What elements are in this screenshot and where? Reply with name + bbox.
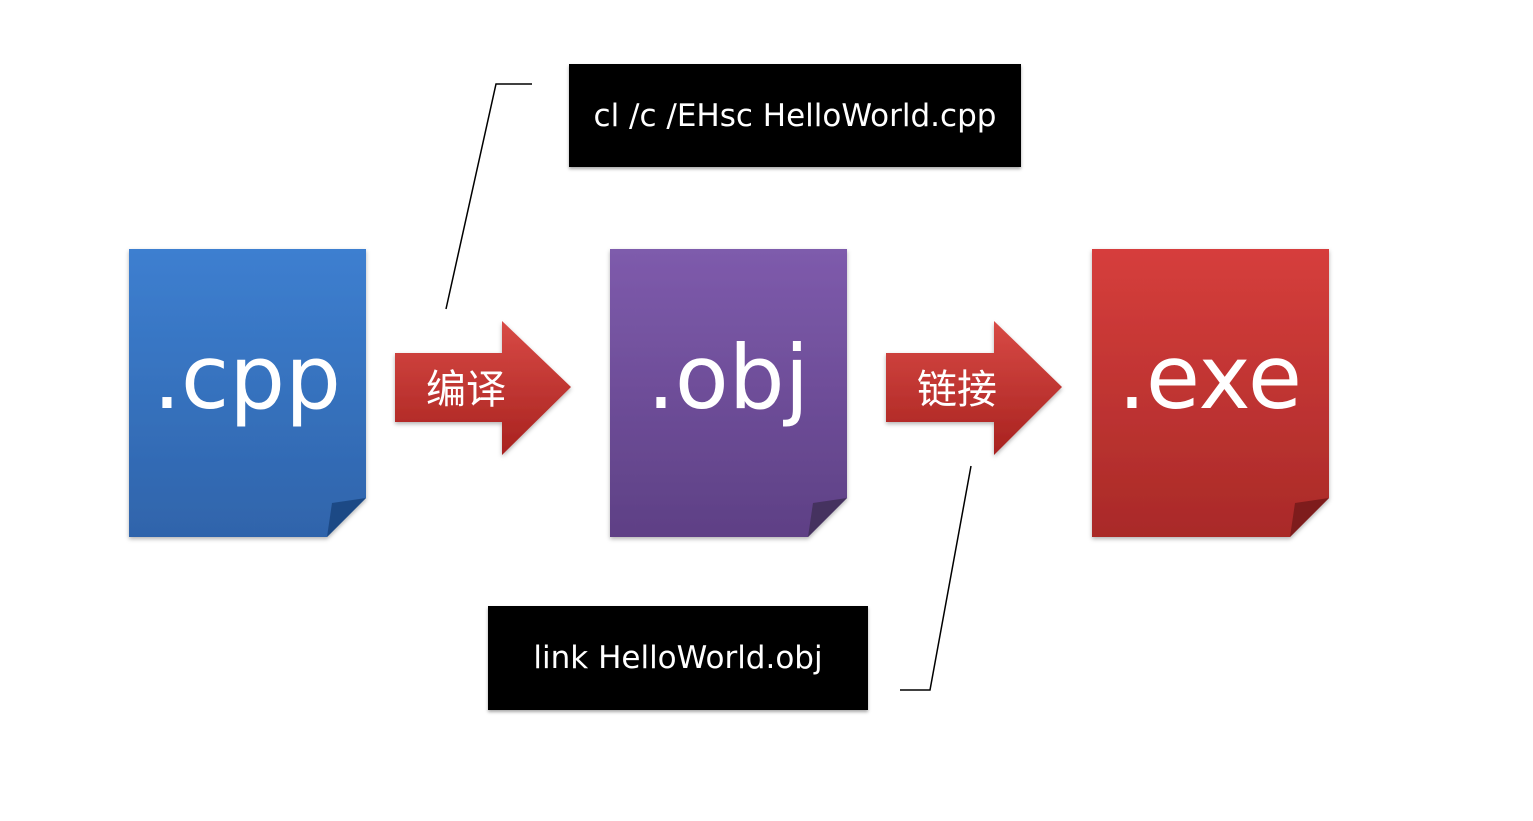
compile-arrow-icon xyxy=(395,321,571,455)
obj-file-label: .obj xyxy=(647,326,809,429)
obj-file-icon xyxy=(610,249,847,537)
link-command-text: link HelloWorld.obj xyxy=(533,640,823,676)
compile-step-label: 编译 xyxy=(426,367,506,413)
link-callout-line xyxy=(900,465,972,691)
link-step-label: 链接 xyxy=(917,367,997,413)
exe-file-label: .exe xyxy=(1118,326,1302,429)
exe-file-icon xyxy=(1092,249,1329,537)
compile-callout-line xyxy=(445,83,532,310)
link-arrow-icon xyxy=(886,321,1062,455)
link-command-box: link HelloWorld.obj xyxy=(488,606,868,710)
cpp-file-label: .cpp xyxy=(153,326,341,429)
cpp-file-icon xyxy=(129,249,366,537)
compile-command-box: cl /c /EHsc HelloWorld.cpp xyxy=(569,64,1021,167)
compile-command-text: cl /c /EHsc HelloWorld.cpp xyxy=(593,97,997,134)
